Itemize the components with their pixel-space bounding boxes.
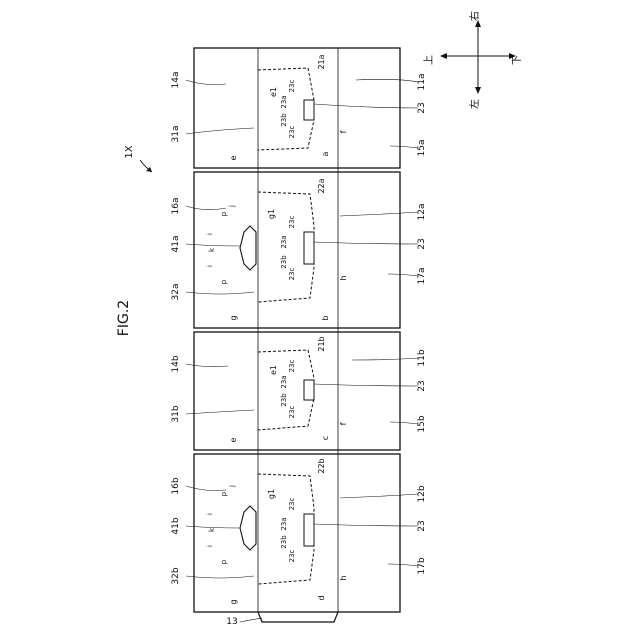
label-hole-p1: p [220,211,228,216]
label-edge: d [317,595,326,600]
label-pocket-3: 23b [280,393,288,407]
label-g: g [229,599,238,604]
label-pocket-4: 23c [288,405,296,418]
label-h: h [339,275,348,280]
label-hole-k: k [208,247,216,252]
label-right-1: 11a [417,74,427,91]
panel-a: 14a 31a 11a 23 15a 21a e1 e f a 23c 23a … [171,54,427,160]
label-e1: e1 [269,87,278,97]
tab-label: 13 [226,617,237,627]
pocket-slot [304,100,314,120]
label-hole-i2: i [206,545,214,547]
label-edge: b [321,315,330,320]
label-pocket-4: 23c [288,267,296,280]
label-hole-j: j [228,205,236,208]
label-right-3: 17b [417,557,427,574]
label-pocket-2: 23a [280,375,288,388]
label-pocket-1: 23c [288,215,296,228]
label-pocket-3: 23b [280,535,288,549]
dir-down-label: 下 [512,55,523,65]
label-hole-p1: p [220,491,228,496]
label-hole-i2: i [206,265,214,267]
label-left-2: 41a [171,236,181,253]
leader-lines [186,358,418,424]
label-right-2: 23 [417,380,427,391]
label-right-1: 12a [417,204,427,221]
label-pocket-1: 23c [288,497,296,510]
label-left-2: 31b [171,405,181,422]
label-top: 21a [317,54,326,69]
figure-ref: 1X [124,145,135,158]
label-f: f [339,422,348,425]
label-pocket-3: 23b [280,255,288,269]
label-g1: g1 [267,209,276,219]
label-left-1: 14a [171,72,181,89]
dir-up-label: 上 [423,55,435,65]
label-right-3: 17a [417,268,427,285]
label-left-1: 16a [171,198,181,215]
label-pocket-2: 23a [280,235,288,248]
label-right-3: 15a [417,140,427,157]
label-e1: e1 [269,365,278,375]
label-e: e [229,437,238,442]
label-top: 22a [317,178,326,193]
dashed-window [258,350,314,430]
label-h: h [339,575,348,580]
label-pocket-4: 23c [288,549,296,562]
tab-leader [240,618,262,622]
label-left-1: 14b [171,355,181,372]
label-left-1: 16b [171,477,181,494]
label-hole-j: j [228,485,236,488]
dir-right-label: 右 [468,11,481,21]
leader-lines [186,79,418,148]
label-right-1: 11b [417,349,427,366]
label-hole-p2: p [220,279,228,284]
pocket-slot [304,514,314,546]
pocket-slot [304,380,314,400]
label-left-3: 32b [171,567,181,584]
label-pocket-4: 23c [288,125,296,138]
label-right-1: 12b [417,485,427,502]
label-pocket-1: 23c [288,79,296,92]
label-left-2: 31a [171,126,181,143]
panel-d: 16b 41b 32b 12b 23 17b 22b g1 g h d 23c … [171,458,427,604]
label-right-2: 23 [417,520,427,531]
label-right-2: 23 [417,102,427,113]
label-g1: g1 [267,489,276,499]
blank-outline [194,48,400,622]
label-pocket-1: 23c [288,359,296,372]
label-left-3: 32a [171,284,181,301]
label-left-2: 41b [171,517,181,534]
label-edge: a [321,151,330,156]
label-pocket-2: 23a [280,517,288,530]
panel-c: 14b 31b 11b 23 15b 21b e1 e f c 23c 23a … [171,336,427,442]
label-pocket-2: 23a [280,95,288,108]
label-e: e [229,155,238,160]
label-right-3: 15b [417,415,427,432]
label-g: g [229,315,238,320]
direction-compass: 上 下 右 左 [423,11,523,109]
label-edge: c [321,436,330,440]
label-hole-i1: i [206,233,214,235]
hanger-hole [240,226,256,270]
hanger-hole [240,506,256,550]
label-top: 22b [317,458,326,473]
panel-b: 16a 41a 32a 12a 23 17a 22a g1 g h b 23c … [171,178,427,320]
label-hole-i1: i [206,513,214,515]
label-f: f [339,130,348,133]
label-right-2: 23 [417,238,427,249]
dir-left-label: 左 [468,99,481,109]
label-pocket-3: 23b [280,113,288,127]
label-hole-p2: p [220,559,228,564]
label-top: 21b [317,336,326,351]
pocket-slot [304,232,314,264]
figure-title: FIG.2 [116,300,132,336]
